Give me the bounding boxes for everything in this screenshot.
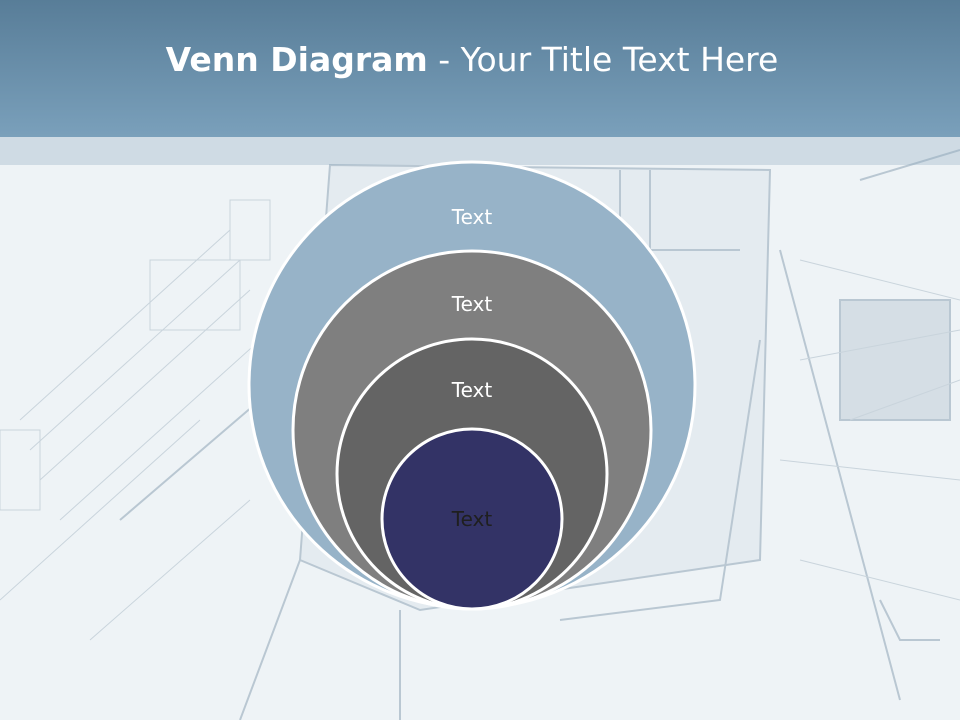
second-circle-label: Text [451,292,493,316]
header-strip [0,137,960,165]
inner-circle-label: Text [451,507,493,531]
slide-header [0,0,960,137]
third-circle-label: Text [451,378,493,402]
title-bold: Venn Diagram [165,40,428,79]
outer-circle-label: Text [451,205,493,229]
slide-title: Venn Diagram - Your Title Text Here [0,40,944,79]
inner-circle[interactable] [380,427,564,611]
title-rest: - Your Title Text Here [427,40,779,79]
